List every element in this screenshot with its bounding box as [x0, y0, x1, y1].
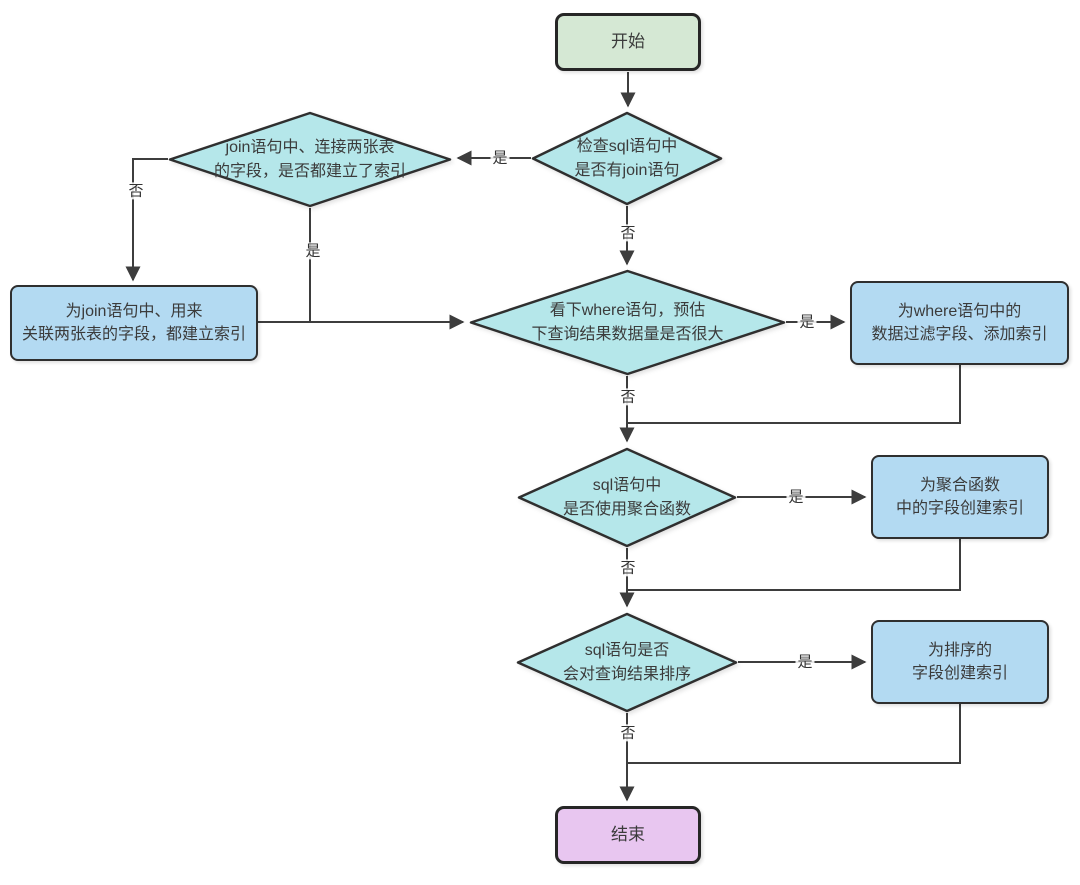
edge-aggregate-action-merge: [627, 539, 961, 591]
node-check-where: 看下where语句，预估 下查询结果数据量是否很大: [469, 269, 786, 376]
edge-label-indexed-no: 否: [126, 182, 146, 200]
edge-label-sort-no: 否: [618, 724, 638, 742]
diamond-shape: [517, 447, 737, 548]
diamond-shape: [469, 269, 786, 376]
node-create-join-index-label: 为join语句中、用来 关联两张表的字段，都建立索引: [21, 302, 246, 343]
node-start: 开始: [555, 13, 701, 71]
edge-label-join-no: 否: [618, 224, 638, 242]
edge-label-aggregate-yes: 是: [786, 488, 806, 506]
node-create-where-index-label: 为where语句中的 数据过滤字段、添加索引: [871, 302, 1048, 343]
node-create-sort-index: 为排序的 字段创建索引: [871, 620, 1049, 704]
edge-where-action-merge: [627, 365, 961, 424]
diamond-shape: [168, 111, 452, 208]
edge-label-join-yes: 是: [490, 149, 510, 167]
node-check-join-label: 检查sql语句中 是否有join语句: [574, 138, 680, 179]
node-check-sort-label: sql语句是否 会对查询结果排序: [562, 642, 691, 683]
edge-label-indexed-yes: 是: [303, 242, 323, 260]
node-check-aggregate-label: sql语句中 是否使用聚合函数: [562, 477, 691, 518]
node-end: 结束: [555, 806, 701, 864]
edge-label-aggregate-no: 否: [618, 559, 638, 577]
node-check-sort: sql语句是否 会对查询结果排序: [516, 612, 738, 713]
node-check-join: 检查sql语句中 是否有join语句: [531, 111, 723, 206]
node-join-fields-indexed: join语句中、连接两张表 的字段，是否都建立了索引: [168, 111, 452, 208]
node-join-fields-indexed-label: join语句中、连接两张表 的字段，是否都建立了索引: [213, 139, 406, 180]
diamond-shape: [516, 612, 738, 713]
edge-label-sort-yes: 是: [795, 653, 815, 671]
edge-label-where-yes: 是: [797, 313, 817, 331]
node-create-sort-index-label: 为排序的 字段创建索引: [911, 641, 1008, 682]
node-start-label: 开始: [611, 31, 645, 51]
node-create-join-index: 为join语句中、用来 关联两张表的字段，都建立索引: [10, 285, 258, 361]
node-create-aggregate-index: 为聚合函数 中的字段创建索引: [871, 455, 1049, 539]
edge-indexed-no: [125, 158, 168, 282]
diamond-shape: [531, 111, 723, 206]
node-create-where-index: 为where语句中的 数据过滤字段、添加索引: [850, 281, 1069, 365]
node-end-label: 结束: [611, 824, 645, 844]
node-create-aggregate-index-label: 为聚合函数 中的字段创建索引: [895, 476, 1024, 517]
node-check-where-label: 看下where语句，预估 下查询结果数据量是否很大: [531, 302, 724, 343]
edge-sort-action-merge: [627, 704, 961, 764]
edge-label-where-no: 否: [618, 388, 638, 406]
node-check-aggregate: sql语句中 是否使用聚合函数: [517, 447, 737, 548]
